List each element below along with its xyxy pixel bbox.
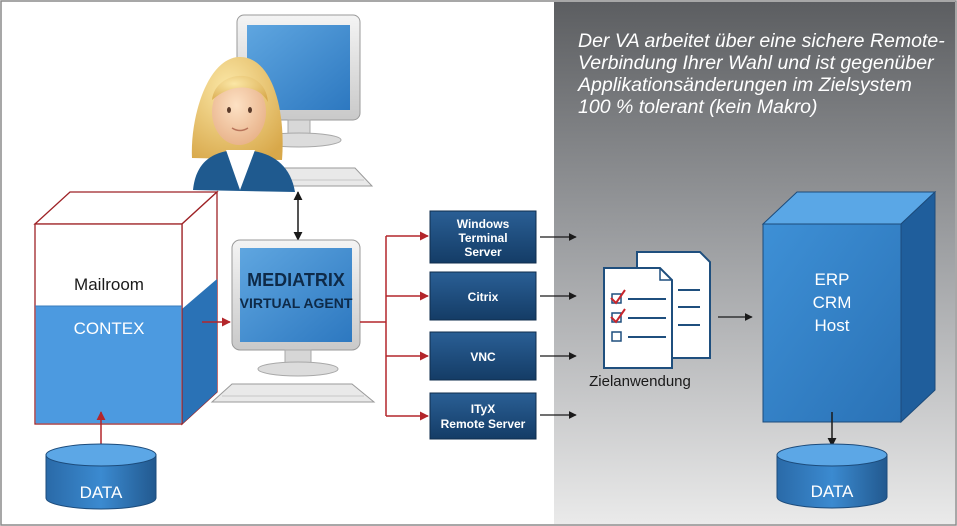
citrix-label: Citrix [468, 290, 499, 304]
agent-title-line2: VIRTUAL AGENT [240, 295, 353, 311]
description-line-4: 100 % tolerant (kein Makro) [578, 96, 818, 118]
ityx-label-line1: ITyX [471, 402, 495, 416]
vnc-label: VNC [470, 350, 496, 364]
ityx-label-line2: Remote Server [441, 417, 526, 431]
wts-label-line3: Server [464, 245, 502, 259]
right-data-label: DATA [811, 482, 854, 501]
target-app-label: Zielanwendung [589, 373, 691, 390]
crm-label: CRM [813, 293, 852, 312]
agent-title-line1: MEDIATRIX [247, 270, 345, 290]
host-label: Host [815, 316, 850, 335]
wts-label-line2: Terminal [458, 231, 507, 245]
agent-computer-icon [210, 239, 376, 403]
left-data-label: DATA [80, 483, 123, 502]
contex-label: CONTEX [74, 319, 145, 338]
agent-branch-connectors [360, 236, 387, 416]
wts-label-line1: Windows [457, 217, 510, 231]
mailroom-box [33, 190, 219, 426]
description-text: Der VA arbeitet über eine sichere Remote… [578, 30, 948, 118]
target-application-icon [603, 251, 711, 369]
description-line-2: Verbindung Ihrer Wahl und ist gegenüber [578, 52, 934, 74]
user-avatar-icon [191, 56, 295, 192]
connection-citrix: Citrix [429, 271, 537, 321]
left-database-icon [45, 443, 157, 510]
erp-label: ERP [815, 270, 850, 289]
mailroom-label: Mailroom [74, 275, 144, 294]
connection-vnc: VNC [429, 331, 537, 381]
connection-windows-terminal-server: Windows Terminal Server [429, 210, 537, 264]
erp-box [761, 190, 937, 424]
description-line-3: Applikationsänderungen im Zielsystem [578, 74, 912, 96]
right-database-icon [776, 443, 888, 509]
description-line-1: Der VA arbeitet über eine sichere Remote… [578, 30, 945, 52]
connection-ityx-remote-server: ITyX Remote Server [429, 392, 537, 440]
